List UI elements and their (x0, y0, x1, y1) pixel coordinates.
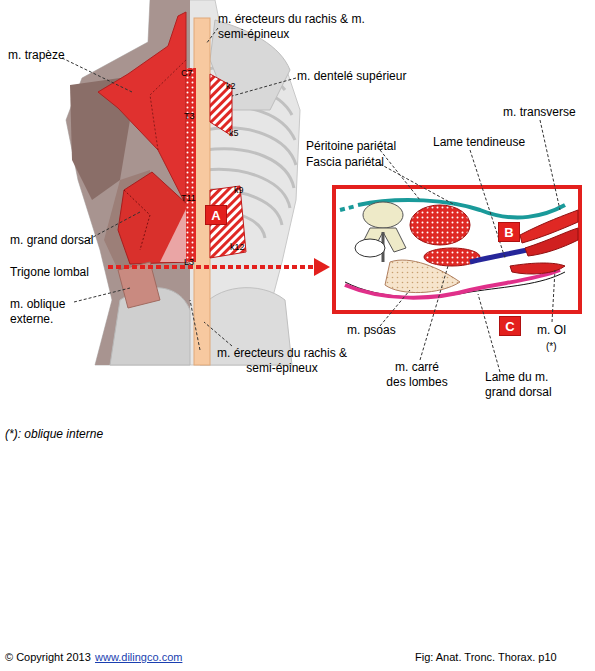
vertebra-label: C7 (181, 67, 193, 79)
muscle-label: m. transverse (503, 105, 576, 120)
footnote: (*): oblique interne (5, 427, 103, 442)
region-marker: A (205, 205, 227, 225)
rib-label: k12 (230, 241, 245, 253)
lumbar-fascia (160, 205, 188, 262)
copyright: © Copyright 2013 (5, 650, 91, 664)
marker-letter: A (211, 209, 220, 222)
muscle-label: m. grand dorsal (10, 233, 93, 248)
fascia-label: Fascia pariétal (306, 155, 384, 170)
cross-section (340, 200, 578, 298)
region-marker: B (498, 222, 520, 242)
rib-label: k2 (226, 80, 236, 92)
trapezius-detail (150, 60, 186, 150)
muscle-label: m. OI (537, 323, 566, 338)
figure-caption: Fig: Anat. Tronc. Thorax. p10 (415, 650, 557, 665)
muscle-label: m. psoas (347, 323, 396, 338)
section-frame (334, 187, 580, 312)
vertebra-label: T3 (184, 110, 195, 122)
marker-letter: C (505, 320, 514, 333)
torso (66, 0, 300, 365)
region-label: Trigone lombal (10, 265, 89, 280)
semispinalis (186, 68, 196, 262)
fascia-label: Lame du m. grand dorsal (485, 370, 575, 400)
arrow-head (314, 258, 330, 276)
marker-letter: B (504, 226, 513, 239)
muscle-label: m. carré des lombes (384, 360, 450, 390)
vertebra-label: T11 (181, 192, 196, 204)
section-arrow (108, 265, 314, 269)
leader-lines (62, 28, 560, 372)
vertebra-label: L3 (184, 256, 194, 268)
trapezius (98, 12, 186, 205)
muscle-label: m. trapèze (8, 48, 65, 63)
muscle-label: m. érecteurs du rachis & semi-épineux (212, 346, 352, 376)
muscle-label: m. érecteurs du rachis & m. semi-épineux (218, 12, 368, 42)
erector-spinae (194, 18, 210, 365)
fascia-label: Péritoine pariétal (306, 139, 396, 154)
region-marker: C (499, 316, 521, 336)
rib-label: k5 (229, 127, 239, 139)
muscle-label: m. oblique externe. (10, 297, 90, 327)
website: www.dilingco.com (95, 650, 182, 664)
footnote-mark: (*) (546, 340, 557, 353)
muscle-label: m. dentelé supérieur (297, 69, 406, 84)
rib-label: k9 (234, 184, 244, 196)
fascia-label: Lame tendineuse (433, 135, 525, 150)
latissimus-detail (124, 190, 150, 250)
